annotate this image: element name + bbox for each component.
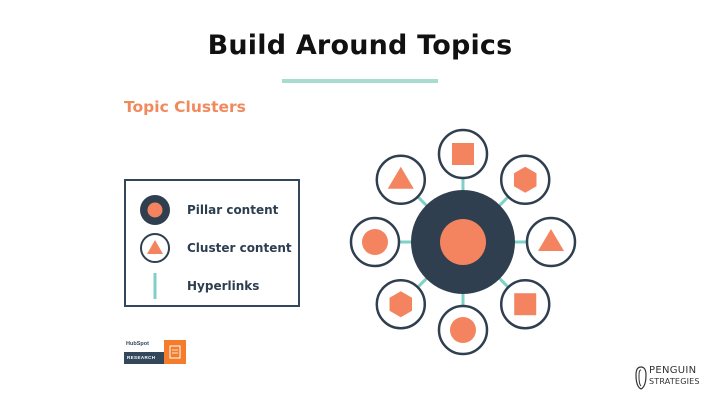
topic-cluster-diagram xyxy=(349,128,577,356)
legend-hyperlinks-label: Hyperlinks xyxy=(187,279,260,293)
legend: Pillar content Cluster content Hyperlink… xyxy=(124,179,300,307)
legend-row-cluster: Cluster content xyxy=(126,231,298,265)
badge-top xyxy=(124,340,164,352)
hyperlink-line xyxy=(415,276,429,290)
badge-research-text: RESEARCH xyxy=(127,355,156,360)
penguin-strategies-logo: PENGUIN STRATEGIES xyxy=(633,364,703,392)
triangle-icon xyxy=(538,229,564,251)
cluster-node xyxy=(499,154,551,206)
cluster-node xyxy=(349,216,401,268)
legend-row-pillar: Pillar content xyxy=(126,193,298,227)
cluster-node xyxy=(375,154,427,206)
slide-title: Build Around Topics xyxy=(207,30,513,61)
pillar-content-icon xyxy=(140,195,170,225)
cluster-node xyxy=(375,278,427,330)
hyperlink-line xyxy=(497,194,511,208)
hyperlink-line-icon xyxy=(153,273,157,299)
hyperlink-line xyxy=(497,276,511,290)
brand-strategies-text: STRATEGIES xyxy=(649,377,700,386)
circle-icon xyxy=(362,229,388,255)
triangle-icon xyxy=(387,166,414,189)
title-underline xyxy=(282,79,438,83)
hexagon-icon xyxy=(513,166,537,193)
legend-pillar-label: Pillar content xyxy=(187,203,279,217)
cluster-node xyxy=(437,304,489,356)
hyperlink-line xyxy=(415,194,429,208)
hubspot-research-badge: HubSpot RESEARCH xyxy=(124,340,186,364)
document-icon xyxy=(169,345,181,359)
badge-bottom xyxy=(124,352,164,364)
pillar-node xyxy=(411,190,515,294)
cluster-node xyxy=(499,278,551,330)
badge-hubspot-text: HubSpot xyxy=(126,341,149,347)
legend-row-hyperlinks: Hyperlinks xyxy=(126,269,298,303)
cluster-node xyxy=(525,216,577,268)
square-icon xyxy=(514,293,537,316)
cluster-nodes xyxy=(349,128,577,356)
legend-cluster-label: Cluster content xyxy=(187,241,292,255)
cluster-node xyxy=(437,128,489,180)
topic-clusters-heading: Topic Clusters xyxy=(124,98,246,116)
hyperlink-lines xyxy=(398,177,528,307)
badge-orange-block xyxy=(164,340,186,364)
cluster-content-icon xyxy=(140,233,170,263)
hexagon-icon xyxy=(389,291,413,318)
square-icon xyxy=(452,143,474,165)
circle-icon xyxy=(440,219,486,265)
penguin-icon xyxy=(635,366,647,390)
circle-icon xyxy=(450,317,476,343)
brand-penguin-text: PENGUIN xyxy=(649,365,697,376)
